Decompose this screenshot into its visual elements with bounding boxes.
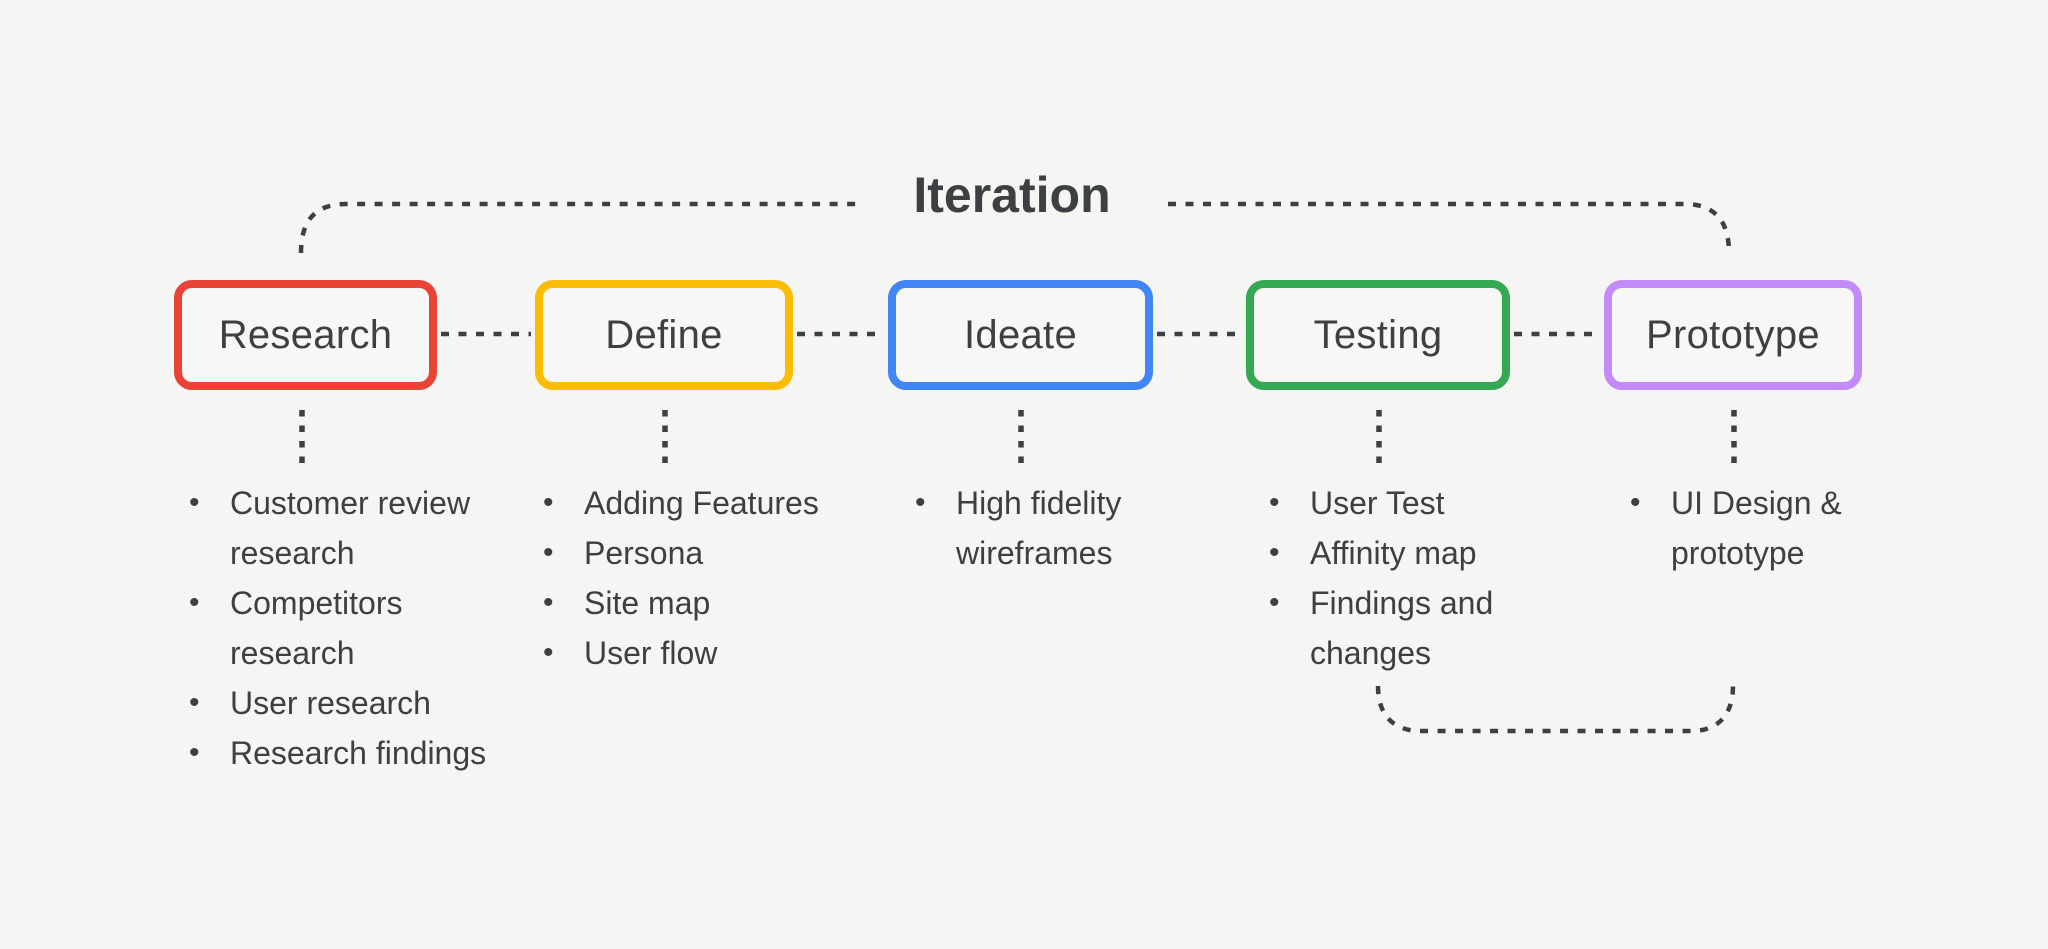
iteration-connector-right — [1168, 201, 1732, 254]
list-item: User Test — [1266, 478, 1536, 528]
list-item: Affinity map — [1266, 528, 1536, 578]
stage-list-testing: User Test Affinity map Findings and chan… — [1266, 478, 1536, 678]
list-item: User flow — [540, 628, 840, 678]
stage-box-define: Define — [535, 280, 793, 390]
list-item: Adding Features — [540, 478, 840, 528]
stage-label-define: Define — [605, 312, 723, 357]
testing-prototype-loop — [1375, 685, 1736, 734]
stage-list-define: Adding Features Persona Site map User fl… — [540, 478, 840, 678]
list-item: Site map — [540, 578, 840, 628]
list-item: Competitors research — [186, 578, 526, 678]
list-item: UI Design & prototype — [1627, 478, 1867, 578]
stage-box-ideate: Ideate — [888, 280, 1153, 390]
diagram-title: Iteration — [913, 167, 1111, 223]
list-item: Customer review research — [186, 478, 526, 578]
stage-box-testing: Testing — [1246, 280, 1510, 390]
list-item: Findings and changes — [1266, 578, 1536, 678]
iteration-connector-left — [298, 201, 856, 254]
stage-list-prototype: UI Design & prototype — [1627, 478, 1867, 578]
stage-label-research: Research — [218, 312, 393, 357]
list-item: Research findings — [186, 728, 526, 778]
list-item: User research — [186, 678, 526, 728]
stage-label-prototype: Prototype — [1646, 312, 1820, 357]
stage-label-ideate: Ideate — [963, 312, 1077, 357]
stage-box-research: Research — [174, 280, 437, 390]
stage-list-ideate: High fidelity wireframes — [912, 478, 1162, 578]
stage-label-testing: Testing — [1313, 312, 1443, 357]
stage-list-research: Customer review research Competitors res… — [186, 478, 526, 778]
stage-box-prototype: Prototype — [1604, 280, 1862, 390]
list-item: Persona — [540, 528, 840, 578]
list-item: High fidelity wireframes — [912, 478, 1162, 578]
